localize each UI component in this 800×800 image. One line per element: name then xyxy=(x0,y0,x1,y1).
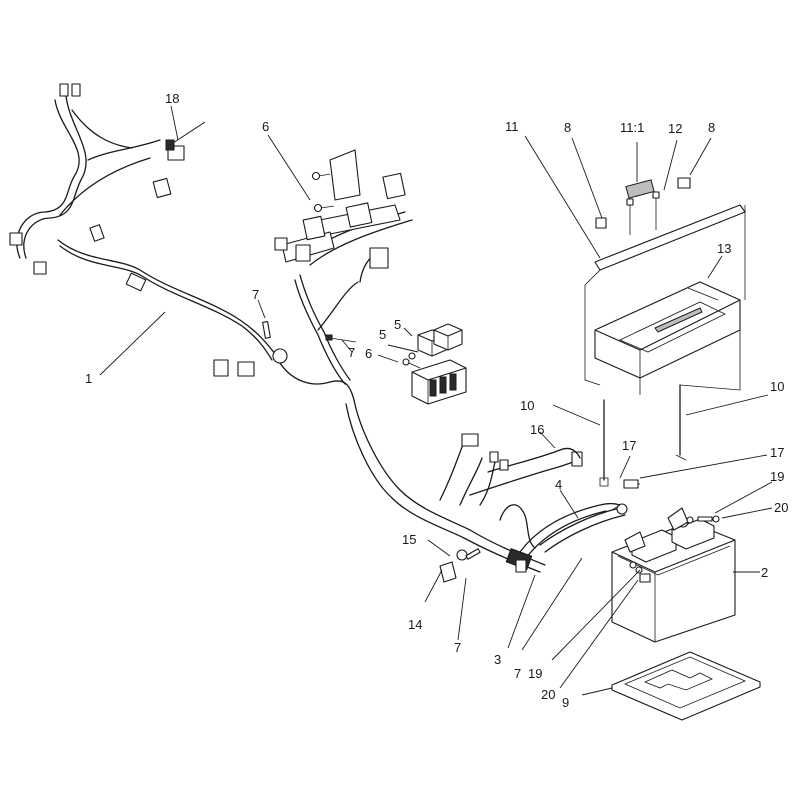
clip-connector xyxy=(9,232,23,246)
callout-5-upper: 5 xyxy=(394,317,401,332)
callout-7-upper: 7 xyxy=(252,287,259,302)
grommet xyxy=(213,359,229,377)
callout-7-lower-left: 7 xyxy=(454,640,461,655)
callout-17-left: 17 xyxy=(622,438,636,453)
clip-connector xyxy=(33,261,47,275)
hold-down-bracket xyxy=(594,177,746,271)
part-18-lead xyxy=(165,121,206,151)
callout-12: 12 xyxy=(668,121,682,136)
hold-down-rods-10 xyxy=(599,384,687,487)
callout-20-right: 20 xyxy=(774,500,788,515)
callout-1: 1 xyxy=(85,371,92,386)
callout-6-lower: 6 xyxy=(365,346,372,361)
callout-19-bottom: 19 xyxy=(528,666,542,681)
callout-18: 18 xyxy=(165,91,179,106)
callout-19-right: 19 xyxy=(770,469,784,484)
fuse-parts-upper xyxy=(262,321,357,343)
hardware-14-15 xyxy=(439,548,481,583)
callout-8-right: 8 xyxy=(708,120,715,135)
clip-8 xyxy=(677,177,691,189)
callout-20-bottom: 20 xyxy=(541,687,555,702)
callout-7-lower-right: 7 xyxy=(514,666,521,681)
harness-clamp xyxy=(125,272,147,292)
callout-11-1: 11:1 xyxy=(620,120,644,135)
plug-connector xyxy=(461,433,479,447)
leader-lines xyxy=(99,105,773,696)
callout-labels: 1 2 3 4 5 5 6 6 7 7 7 7 8 8 9 10 10 11 1… xyxy=(85,91,788,710)
terminal-connector xyxy=(59,83,69,97)
callout-4: 4 xyxy=(555,477,562,492)
grommet xyxy=(237,361,255,377)
callout-10-left: 10 xyxy=(520,398,534,413)
relay-fuse-block xyxy=(402,323,467,405)
battery-tray-9 xyxy=(611,651,761,721)
clip-8 xyxy=(595,217,607,229)
part-16-lead xyxy=(487,447,581,473)
terminal-connector xyxy=(71,83,81,97)
callout-17-right: 17 xyxy=(770,445,784,460)
callout-11: 11 xyxy=(505,119,519,134)
plug-connector xyxy=(89,224,105,242)
callout-14: 14 xyxy=(408,617,422,632)
callout-8-left: 8 xyxy=(564,120,571,135)
callout-16: 16 xyxy=(530,422,544,437)
harness-grommet xyxy=(272,348,288,364)
callout-5-lower: 5 xyxy=(379,327,386,342)
main-wire-harness xyxy=(9,83,621,573)
callout-15: 15 xyxy=(402,532,416,547)
battery-cable-4 xyxy=(539,503,628,553)
callout-7-middle: 7 xyxy=(348,345,355,360)
callout-13: 13 xyxy=(717,241,731,256)
callout-9: 9 xyxy=(562,695,569,710)
cable-3 xyxy=(505,548,533,573)
callout-3: 3 xyxy=(494,652,501,667)
relay-connector xyxy=(369,247,389,269)
battery-cover-13 xyxy=(594,281,741,379)
callout-6-upper: 6 xyxy=(262,119,269,134)
plug-connector xyxy=(152,177,172,199)
callout-10-right: 10 xyxy=(770,379,784,394)
callout-2: 2 xyxy=(761,565,768,580)
dashed-assembly-lines xyxy=(584,205,746,511)
ring-terminal xyxy=(571,451,583,467)
relay-harness-assembly xyxy=(274,149,406,269)
battery-2 xyxy=(611,516,736,643)
battery-terminal-hardware xyxy=(624,507,720,574)
